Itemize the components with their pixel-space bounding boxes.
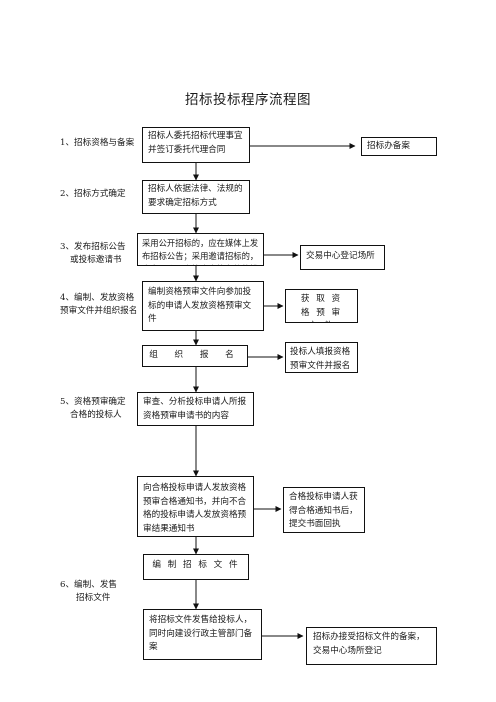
step-2-label: 2、招标方式确定 <box>60 188 126 201</box>
step-6-line1: 6、编制、发售 <box>60 580 118 590</box>
organize-signup-text: 组 织 报 名 <box>149 350 241 360</box>
box-sell-bid-docs: 将招标文件发售给投标人，同时向建设行政主管部门备案 <box>143 609 262 660</box>
step-5-label: 5、资格预审确定 合格的投标人 <box>60 396 126 422</box>
box-prequal-docs: 编制资格预审文件向参加投标的申请人发放资格预审文件 <box>142 281 264 331</box>
step-4-line1: 4、编制、发放资格 <box>60 293 135 303</box>
box-review-applications: 审查、分析投标申请人所报资格预审申请书的内容 <box>137 392 254 426</box>
step-6-line2: 招标文件 <box>76 593 111 603</box>
step-5-line1: 5、资格预审确定 <box>60 397 126 407</box>
compile-bid-docs-text: 编 制 招 标 文 件 <box>152 560 240 570</box>
step-3-line1: 3、发布招标公告 <box>60 242 126 252</box>
step-1-label: 1、招标资格与备案 <box>60 137 134 150</box>
step-4-line2: 预审文件并组织报名 <box>60 306 138 316</box>
page-title: 招标投标程序流程图 <box>185 92 311 108</box>
box-entrust-agent: 招标人委托招标代理事宜并签订委托代理合同 <box>142 127 250 163</box>
box-organize-signup: 组 织 报 名 <box>142 345 248 367</box>
box-submit-receipt: 合格投标申请人获得合格通知书后，提交书面回执 <box>283 487 365 533</box>
step-3-line2: 或投标邀请书 <box>70 255 122 265</box>
step-6-label: 6、编制、发售 招标文件 <box>60 579 117 605</box>
step-3-label: 3、发布招标公告 或投标邀请书 <box>60 241 126 267</box>
box-issue-notices: 向合格投标申请人发放资格预审合格通知书，并向不合格的投标申请人发放资格预审结果通… <box>137 476 254 537</box>
box-determine-method: 招标人依据法律、法规的要求确定招标方式 <box>142 180 250 214</box>
box-trading-center-registration: 交易中心登记场所 <box>300 245 385 270</box>
step-2-line1: 2、招标方式确定 <box>60 189 126 199</box>
box-compile-bid-docs: 编 制 招 标 文 件 <box>143 554 249 580</box>
box-submit-prequal: 投标人填报资格预审文件并报名 <box>285 342 358 373</box>
step-4-label: 4、编制、发放资格 预审文件并组织报名 <box>60 292 137 318</box>
box-bid-docs-filing: 招标办接受招标文件的备案，交易中心场所登记 <box>306 627 437 665</box>
box-bid-office-filing: 招标办备案 <box>361 137 437 156</box>
step-1-line1: 1、招标资格与备案 <box>60 138 135 148</box>
box-publish-notice: 采用公开招标的，应在媒体上发布招标公告；采用邀请招标的，应向三个以上符合资格条件… <box>137 233 264 266</box>
step-5-line2: 合格的投标人 <box>70 410 122 420</box>
box-obtain-prequal-docs: 获 取 资 格 预 审 文 件 <box>285 289 358 323</box>
